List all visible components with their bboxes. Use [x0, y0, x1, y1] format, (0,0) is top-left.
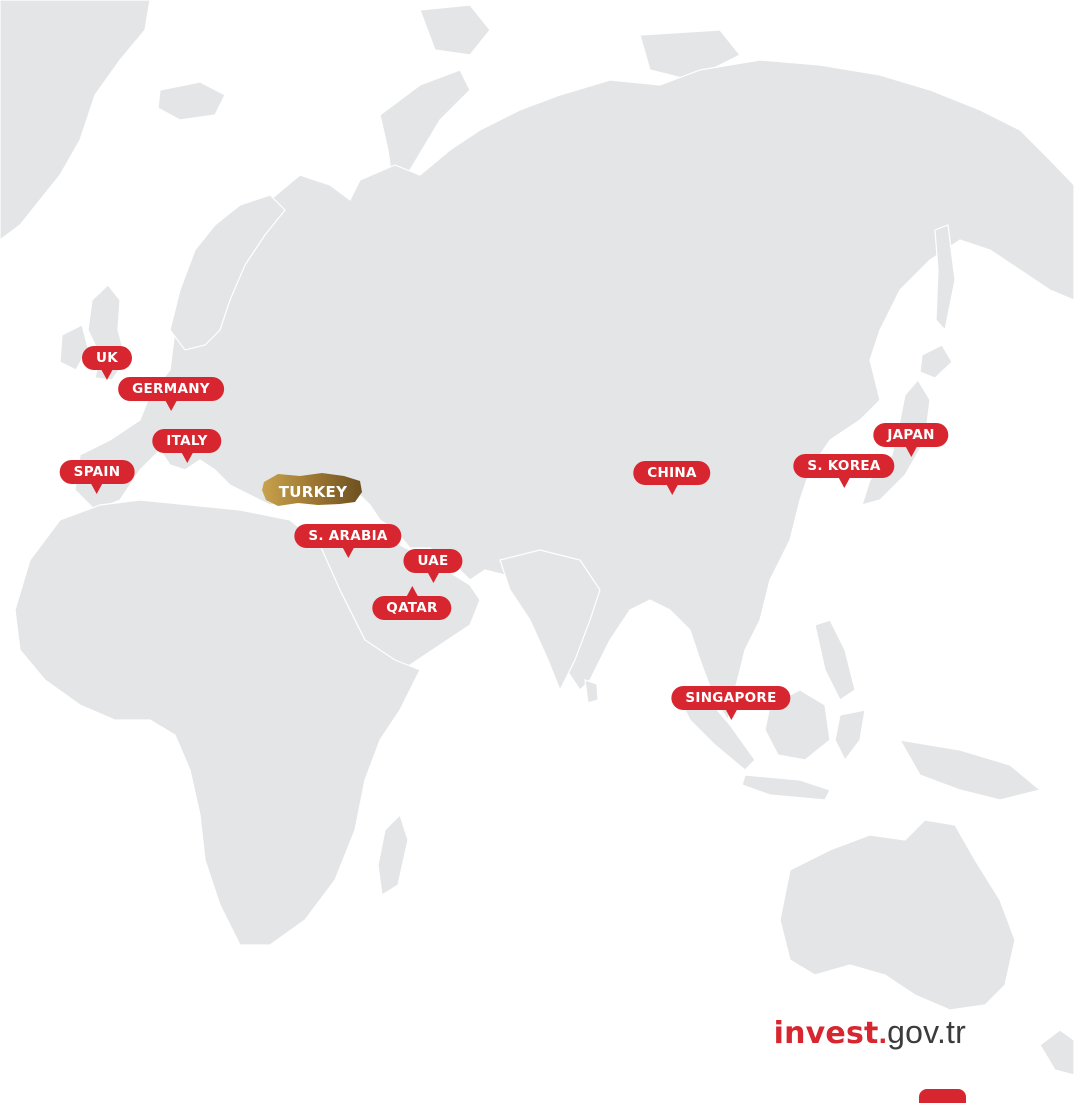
pin-qatar-pointer: [405, 586, 418, 597]
pin-s-arabia-pointer: [342, 547, 354, 558]
madagascar-landmass: [377, 813, 409, 897]
pin-s-korea[interactable]: S. KOREA: [793, 454, 895, 488]
tasmania-landmass: [1039, 1029, 1074, 1076]
pin-s-arabia[interactable]: S. ARABIA: [294, 524, 402, 558]
pin-uk-pointer: [101, 369, 113, 380]
java-landmass: [741, 774, 831, 801]
turkey-highlight: [262, 473, 362, 506]
pin-italy-label: ITALY: [152, 429, 222, 453]
pin-japan-pointer: [905, 446, 917, 457]
turkey-label-text: TURKEY: [278, 483, 348, 501]
sakhalin-landmass: [934, 224, 956, 332]
pin-singapore[interactable]: SINGAPORE: [671, 686, 791, 720]
scandinavia-landmass: [169, 194, 286, 351]
brand-logo-dot: .: [878, 1017, 888, 1050]
greenland-landmass: [0, 0, 151, 241]
pin-japan-label: JAPAN: [873, 423, 949, 447]
brand-logo-gov: gov.tr: [887, 1014, 966, 1050]
africa-landmass: [14, 499, 421, 946]
turkey-label: TURKEY: [262, 474, 364, 510]
new-guinea-landmass: [898, 739, 1042, 801]
sulawesi-landmass: [834, 709, 866, 762]
pin-spain[interactable]: SPAIN: [59, 460, 135, 494]
pin-qatar-label: QATAR: [372, 596, 452, 620]
pin-spain-label: SPAIN: [59, 460, 135, 484]
pin-china-pointer: [665, 484, 678, 495]
corner-tab[interactable]: [919, 1089, 966, 1103]
svalbard-landmass: [419, 4, 491, 56]
pin-s-korea-label: S. KOREA: [793, 454, 895, 478]
pin-s-arabia-label: S. ARABIA: [294, 524, 402, 548]
pin-singapore-label: SINGAPORE: [671, 686, 791, 710]
brand-logo-invest: invest: [773, 1016, 879, 1051]
brand-logo[interactable]: invest.gov.tr: [774, 1014, 966, 1051]
novaya-zemlya-landmass: [379, 69, 471, 181]
pin-china[interactable]: CHINA: [633, 461, 711, 495]
pin-uae-label: UAE: [403, 549, 463, 573]
pin-germany-pointer: [164, 400, 177, 411]
australia-landmass: [779, 819, 1016, 1011]
iceland-landmass: [157, 81, 226, 121]
pin-china-label: CHINA: [633, 461, 711, 485]
pin-singapore-pointer: [724, 709, 737, 720]
pin-uae-pointer: [427, 572, 439, 583]
pin-uae[interactable]: UAE: [403, 549, 463, 583]
pin-germany[interactable]: GERMANY: [118, 377, 224, 411]
hokkaido-landmass: [919, 344, 953, 379]
pin-qatar[interactable]: QATAR: [372, 586, 452, 620]
pin-s-korea-pointer: [837, 477, 850, 488]
pin-uk[interactable]: UK: [81, 346, 133, 380]
eurasia-landmass: [74, 59, 1074, 722]
sri-lanka-landmass: [584, 679, 599, 704]
pin-italy[interactable]: ITALY: [152, 429, 222, 463]
pin-uk-label: UK: [81, 346, 133, 370]
pin-spain-pointer: [91, 483, 103, 494]
pin-italy-pointer: [180, 452, 193, 463]
pin-japan[interactable]: JAPAN: [873, 423, 949, 457]
philippines-landmass: [814, 619, 856, 701]
pin-germany-label: GERMANY: [118, 377, 224, 401]
india-landmass: [499, 549, 601, 692]
